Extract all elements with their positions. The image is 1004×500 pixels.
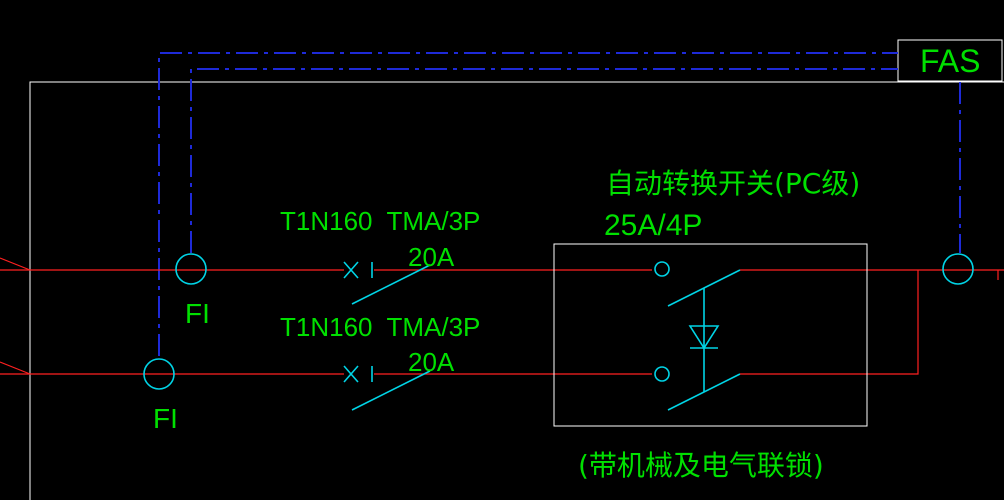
breaker-lower-rating: 20A bbox=[408, 347, 455, 377]
incoming-slash-lower bbox=[0, 361, 31, 375]
fas-signal-line-inner bbox=[190, 68, 898, 253]
breaker-upper-icon bbox=[343, 261, 431, 305]
fas-output-circle bbox=[942, 253, 974, 285]
fi-circle-lower bbox=[143, 358, 175, 390]
fas-label: FAS bbox=[920, 43, 980, 79]
fas-signal-lines bbox=[158, 52, 961, 356]
fi-label-lower: FI bbox=[153, 403, 178, 434]
ats-title: 自动转换开关(PC级) bbox=[606, 167, 860, 200]
ats-contact-upper bbox=[654, 261, 670, 277]
fi-label-upper: FI bbox=[185, 298, 210, 329]
breaker-lower-icon bbox=[343, 365, 431, 411]
power-lines bbox=[0, 257, 1004, 375]
ats-note: (带机械及电气联锁) bbox=[578, 449, 824, 482]
ats-switch-icon bbox=[654, 261, 741, 411]
ats-rating: 25A/4P bbox=[604, 209, 702, 242]
breaker-lower-model: T1N160 TMA/3P bbox=[280, 312, 480, 342]
breaker-upper-rating: 20A bbox=[408, 242, 455, 272]
drawing-border bbox=[29, 81, 898, 500]
ats-contact-lower bbox=[654, 366, 670, 382]
fi-circle-upper bbox=[175, 253, 207, 285]
fi-circles bbox=[143, 253, 974, 390]
fas-signal-line-outer bbox=[158, 52, 898, 356]
breaker-upper-model: T1N160 TMA/3P bbox=[280, 206, 480, 236]
fas-box bbox=[897, 39, 1003, 82]
incoming-slash-upper bbox=[0, 257, 31, 271]
return-line bbox=[740, 270, 919, 375]
interlock-triangle-icon bbox=[688, 325, 720, 350]
ats-box bbox=[553, 243, 868, 427]
